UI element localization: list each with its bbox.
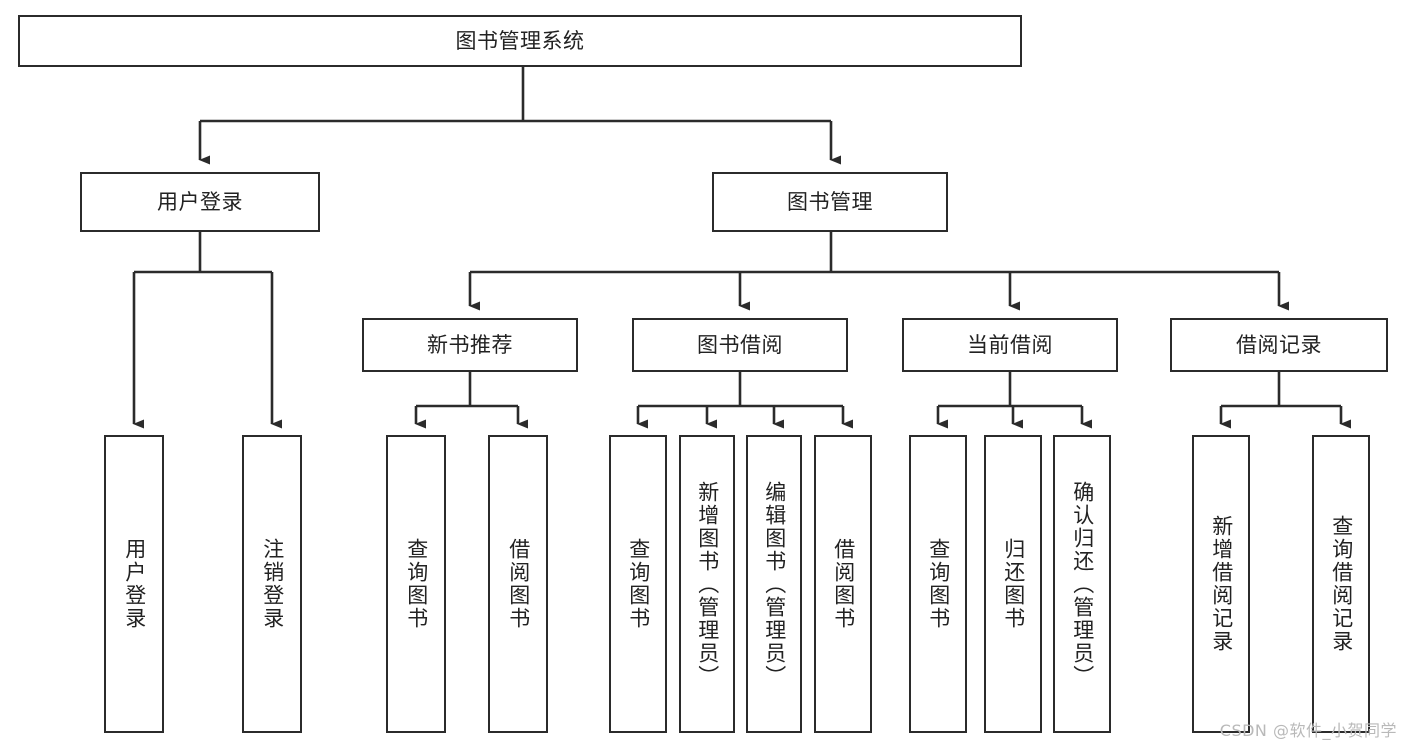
node-book-management[interactable]: 图书管理 bbox=[712, 172, 948, 232]
node-new-book-recommend-label: 新书推荐 bbox=[427, 332, 513, 357]
node-borrow-record-label: 借阅记录 bbox=[1236, 332, 1322, 357]
node-leaf-query-book-recommend-label: 查询图书 bbox=[404, 538, 429, 630]
node-leaf-edit-book-admin-label: 编辑图书（管理员） bbox=[762, 480, 787, 688]
node-leaf-return-book[interactable]: 归还图书 bbox=[984, 435, 1042, 733]
node-leaf-query-book-recommend[interactable]: 查询图书 bbox=[386, 435, 446, 733]
node-leaf-query-book-current[interactable]: 查询图书 bbox=[909, 435, 967, 733]
node-leaf-add-borrow-record[interactable]: 新增借阅记录 bbox=[1192, 435, 1250, 733]
node-book-borrow[interactable]: 图书借阅 bbox=[632, 318, 848, 372]
node-new-book-recommend[interactable]: 新书推荐 bbox=[362, 318, 578, 372]
node-leaf-return-book-label: 归还图书 bbox=[1001, 538, 1026, 630]
node-current-borrow-label: 当前借阅 bbox=[967, 332, 1053, 357]
node-leaf-borrow-book[interactable]: 借阅图书 bbox=[814, 435, 872, 733]
node-leaf-confirm-return-admin[interactable]: 确认归还（管理员） bbox=[1053, 435, 1111, 733]
node-leaf-add-book-admin[interactable]: 新增图书（管理员） bbox=[679, 435, 735, 733]
node-leaf-borrow-book-label: 借阅图书 bbox=[831, 538, 856, 630]
node-leaf-logout[interactable]: 注销登录 bbox=[242, 435, 302, 733]
node-book-management-label: 图书管理 bbox=[787, 189, 873, 214]
node-leaf-borrow-book-recommend-label: 借阅图书 bbox=[506, 538, 531, 630]
watermark-text: CSDN @软件_小贺同学 bbox=[1219, 721, 1397, 740]
node-leaf-user-login[interactable]: 用户登录 bbox=[104, 435, 164, 733]
node-root-label: 图书管理系统 bbox=[455, 28, 585, 53]
node-leaf-query-book-current-label: 查询图书 bbox=[926, 538, 951, 630]
node-leaf-logout-label: 注销登录 bbox=[260, 538, 285, 630]
node-book-borrow-label: 图书借阅 bbox=[697, 332, 783, 357]
node-root[interactable]: 图书管理系统 bbox=[18, 15, 1022, 67]
node-leaf-confirm-return-admin-label: 确认归还（管理员） bbox=[1070, 480, 1095, 688]
node-leaf-query-borrow-record[interactable]: 查询借阅记录 bbox=[1312, 435, 1370, 733]
node-user-login-label: 用户登录 bbox=[157, 189, 243, 214]
node-leaf-query-book-borrow[interactable]: 查询图书 bbox=[609, 435, 667, 733]
node-current-borrow[interactable]: 当前借阅 bbox=[902, 318, 1118, 372]
node-leaf-query-borrow-record-label: 查询借阅记录 bbox=[1329, 515, 1354, 653]
node-leaf-add-book-admin-label: 新增图书（管理员） bbox=[695, 480, 720, 688]
node-leaf-borrow-book-recommend[interactable]: 借阅图书 bbox=[488, 435, 548, 733]
node-leaf-add-borrow-record-label: 新增借阅记录 bbox=[1209, 515, 1234, 653]
node-leaf-edit-book-admin[interactable]: 编辑图书（管理员） bbox=[746, 435, 802, 733]
node-borrow-record[interactable]: 借阅记录 bbox=[1170, 318, 1388, 372]
node-leaf-user-login-label: 用户登录 bbox=[122, 538, 147, 630]
node-user-login[interactable]: 用户登录 bbox=[80, 172, 320, 232]
node-leaf-query-book-borrow-label: 查询图书 bbox=[626, 538, 651, 630]
